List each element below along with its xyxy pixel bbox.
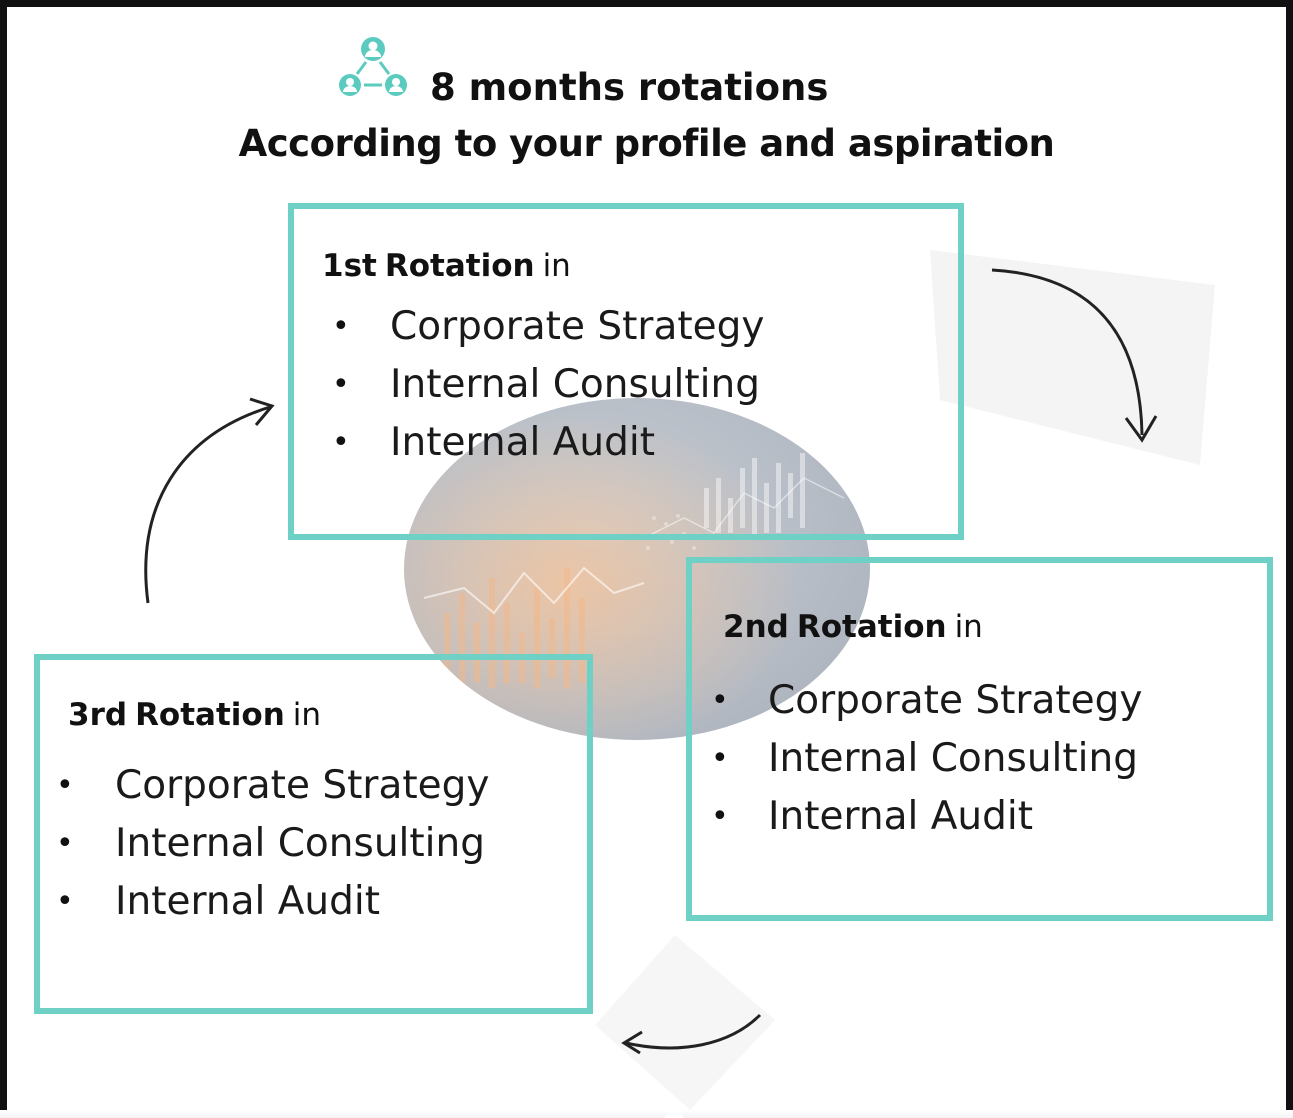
bullet-icon: • (711, 741, 729, 776)
bullet-icon: • (332, 309, 350, 344)
list-item: Internal Audit (115, 879, 380, 924)
list-item: Internal Consulting (115, 821, 485, 866)
title-line-1: 8 months rotations (430, 66, 829, 109)
list-item: Internal Audit (390, 420, 655, 465)
bottom-edge (0, 1110, 1293, 1118)
title-line-2: According to your profile and aspiration (238, 122, 1055, 165)
list-item: Internal Audit (768, 794, 1033, 839)
bullet-icon: • (56, 826, 74, 861)
people-network-icon (339, 37, 407, 96)
bullet-icon: • (711, 683, 729, 718)
rotation-box-3 (34, 654, 593, 1014)
arrow-1-to-2 (930, 250, 1215, 465)
rotation-2-list: Corporate Strategy Internal Consulting I… (768, 672, 1142, 846)
rotation-1-list: Corporate Strategy Internal Consulting I… (390, 298, 764, 472)
bullet-icon: • (56, 768, 74, 803)
list-item: Internal Consulting (390, 362, 760, 407)
bullet-icon: • (332, 425, 350, 460)
list-item: Corporate Strategy (390, 304, 765, 349)
bullet-icon: • (332, 367, 350, 402)
list-item: Corporate Strategy (115, 763, 490, 808)
list-item: Corporate Strategy (768, 678, 1143, 723)
rotation-3-list: Corporate Strategy Internal Consulting I… (115, 757, 489, 931)
bullet-icon: • (711, 799, 729, 834)
financial-chart-image (404, 398, 870, 740)
bullet-icon: • (56, 884, 74, 919)
chart-overlay-graphic (404, 398, 870, 740)
rotation-box-2 (686, 557, 1273, 921)
rotation-box-1 (288, 203, 964, 540)
list-item: Internal Consulting (768, 736, 1138, 781)
arrow-3-to-1 (144, 397, 275, 604)
arrow-2-to-3 (595, 935, 775, 1110)
